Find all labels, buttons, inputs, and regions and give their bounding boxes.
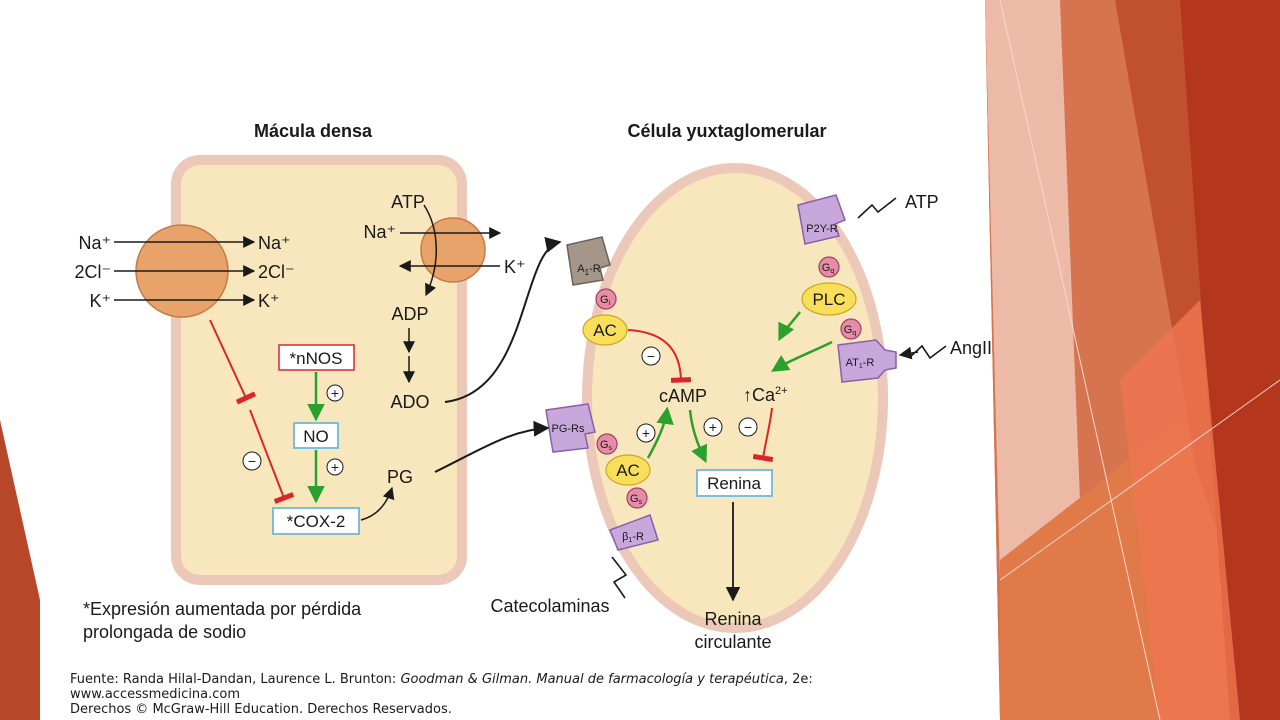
footnote: *Expresión aumentada por pérdida prolong… [83,599,362,642]
svg-text:P2Y-R: P2Y-R [806,223,837,235]
renina-circulante-2: circulante [694,632,771,652]
source-citation: Fuente: Randa Hilal-Dandan, Laurence L. … [70,672,970,717]
na-label: Na⁺ [363,222,396,242]
source-rights: Derechos © McGraw-Hill Education. Derech… [70,702,452,717]
gi-protein [595,288,617,310]
catecolaminas-label: Catecolaminas [490,596,609,616]
gs-protein-top [596,433,618,455]
cox2-label: *COX-2 [287,512,346,531]
transport-arrows [114,236,256,306]
p2y-receptor [797,194,846,245]
renina-circulante-1: Renina [704,609,762,629]
pg-receptors [545,403,596,453]
svg-text:PG-Rs: PG-Rs [552,423,586,435]
atp-zigzag [857,197,897,219]
svg-text:+: + [331,459,339,475]
plus-sign [326,458,344,476]
cox2-box [272,507,360,535]
svg-text:+: + [642,425,650,441]
jg-cell-title: Célula yuxtaglomerular [627,121,826,141]
svg-text:AC: AC [593,321,617,340]
ac-enzyme-top [582,314,628,346]
gs-protein-bottom [626,487,648,509]
nnos-box [278,344,355,371]
ion-na-out: Na⁺ [258,233,291,253]
svg-text:AT1-R: AT1-R [846,357,875,370]
ion-k-in: K⁺ [89,291,111,311]
ion-na-in: Na⁺ [78,233,111,253]
svg-text:Gs: Gs [600,439,613,452]
at1-receptor [837,339,897,383]
ac-enzyme-bottom [605,454,651,486]
atp-external-label: ATP [905,192,939,212]
svg-text:β1-R: β1-R [622,531,644,544]
nnos-label: *nNOS [290,349,343,368]
angii-zigzag [909,344,947,360]
na-k-atpase [420,217,486,283]
svg-text:Gi: Gi [600,294,611,307]
ion-k-out: K⁺ [258,291,280,311]
beta1-receptor [609,514,659,551]
renina-label: Renina [707,474,761,493]
ion-cl-out: 2Cl⁻ [258,262,295,282]
source-url: www.accessmedicina.com [70,687,241,702]
a1-receptor [566,236,611,286]
svg-text:−: − [744,419,752,435]
plus-sign [703,417,723,437]
svg-text:−: − [647,348,655,364]
minus-sign [641,346,661,366]
gq-protein-bottom [840,318,862,340]
svg-text:+: + [331,385,339,401]
svg-text:−: − [248,453,256,469]
catecolaminas-zigzag [611,556,628,599]
no-box [293,422,339,449]
svg-text:A1-R: A1-R [577,263,600,277]
plus-sign [636,423,656,443]
k-label: K⁺ [504,257,526,277]
jg-cell [582,163,888,633]
gq-protein-top [818,256,840,278]
svg-text:Gq: Gq [822,262,835,275]
renina-box [696,469,773,497]
pg-label: PG [387,467,413,487]
svg-text:AC: AC [616,461,640,480]
svg-text:Gs: Gs [630,493,643,506]
plc-enzyme [801,282,857,316]
svg-text:Gq: Gq [844,324,857,337]
macula-densa-title: Mácula densa [254,121,373,141]
plus-sign [326,384,344,402]
minus-sign [242,451,262,471]
svg-text:PLC: PLC [812,290,845,309]
camp-label: cAMP [659,386,707,406]
atp-label: ATP [391,192,425,212]
ado-label: ADO [390,392,429,412]
svg-text:+: + [709,419,717,435]
source-line-1: Fuente: Randa Hilal-Dandan, Laurence L. … [70,672,813,687]
minus-sign [738,417,758,437]
ion-cl-in: 2Cl⁻ [74,262,111,282]
calcium-label: ↑Ca2+ [743,385,788,405]
no-label: NO [303,427,329,446]
angii-label: AngII [950,338,992,358]
adp-label: ADP [391,304,428,324]
